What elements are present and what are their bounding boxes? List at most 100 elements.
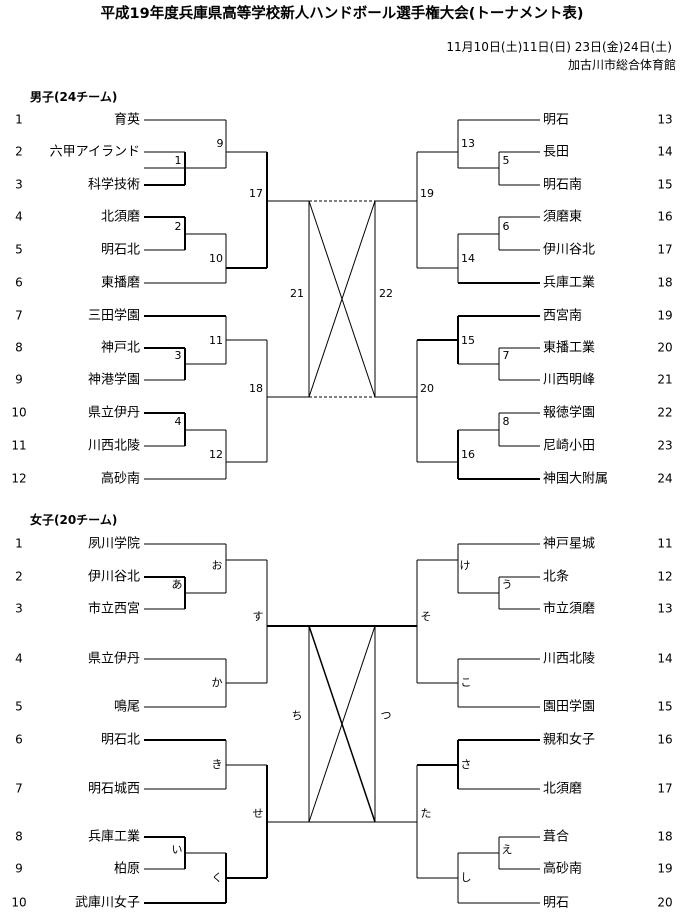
match-number: 13 <box>461 137 475 150</box>
match-number: 19 <box>420 187 434 200</box>
seed-number: 20 <box>657 341 672 355</box>
match-number: 4 <box>175 415 182 428</box>
seed-number: 5 <box>15 700 23 714</box>
team-name: 兵庫工業 <box>543 275 595 291</box>
tournament-dates: 11月10日(土)11日(日) 23日(金)24日(土) <box>446 40 672 54</box>
seed-number: 12 <box>11 472 26 486</box>
team-name: 高砂南 <box>543 861 582 877</box>
team-name: 川西北陵 <box>543 652 595 667</box>
team-name: 兵庫工業 <box>88 829 140 845</box>
match-number: 6 <box>503 220 510 233</box>
match-number: 17 <box>249 187 263 200</box>
seed-number: 6 <box>15 276 23 290</box>
match-number: せ <box>253 807 264 820</box>
team-name: 明石南 <box>543 177 582 193</box>
team-name: 川西北陵 <box>88 439 140 454</box>
match-number: く <box>212 871 223 884</box>
seed-number: 7 <box>15 309 23 323</box>
match-number: ち <box>292 709 303 722</box>
team-name: 東播磨 <box>101 275 140 291</box>
seed-number: 15 <box>657 178 672 192</box>
match-number: た <box>421 807 432 820</box>
seed-number: 21 <box>657 373 672 387</box>
team-name: 伊川谷北 <box>88 570 140 585</box>
seed-number: 17 <box>657 243 672 257</box>
match-number: お <box>212 559 223 572</box>
match-number: き <box>212 758 223 771</box>
seed-number: 22 <box>657 406 672 420</box>
team-name: 高砂南 <box>101 471 140 487</box>
seed-number: 3 <box>15 602 23 616</box>
seed-number: 14 <box>657 652 672 666</box>
boys-heading: 男子(24チーム) <box>30 90 118 104</box>
seed-number: 12 <box>657 570 672 584</box>
page-title: 平成19年度兵庫県高等学校新人ハンドボール選手権大会(トーナメント表) <box>100 6 584 22</box>
match-number: 5 <box>503 154 510 167</box>
match-number: し <box>461 871 472 884</box>
team-name: 県立伊丹 <box>88 652 140 667</box>
seed-number: 19 <box>657 862 672 876</box>
team-name: 神港学園 <box>88 372 140 388</box>
match-number: そ <box>421 610 432 623</box>
seed-number: 10 <box>11 896 26 910</box>
bracket-line <box>308 625 376 823</box>
seed-number: 4 <box>15 210 23 224</box>
team-name: 神戸北 <box>101 341 140 356</box>
match-number: 11 <box>209 334 223 347</box>
seed-number: 11 <box>657 537 672 551</box>
seed-number: 6 <box>15 733 23 747</box>
team-name: 伊川谷北 <box>543 243 595 258</box>
team-name: 園田学園 <box>543 699 595 715</box>
team-name: 夙川学院 <box>88 536 140 552</box>
seed-number: 5 <box>15 243 23 257</box>
seed-number: 11 <box>11 439 26 453</box>
team-name: 北条 <box>543 569 569 585</box>
seed-number: 18 <box>657 830 672 844</box>
match-number: 9 <box>217 137 224 150</box>
team-name: 育英 <box>114 112 140 128</box>
match-number: 10 <box>209 252 223 265</box>
team-name: 三田学園 <box>88 308 140 324</box>
match-number: 21 <box>290 287 304 300</box>
team-name: 明石城西 <box>88 782 140 797</box>
team-name: 須磨東 <box>543 209 582 225</box>
match-number: け <box>460 559 471 572</box>
seed-number: 13 <box>657 113 672 127</box>
match-number: 8 <box>503 415 510 428</box>
match-number: 15 <box>461 334 475 347</box>
team-name: 市立須磨 <box>543 601 595 617</box>
seed-number: 14 <box>657 145 672 159</box>
match-number: 1 <box>175 154 182 167</box>
tournament-venue: 加古川市総合体育館 <box>567 58 676 72</box>
team-name: 明石 <box>543 113 569 128</box>
seed-number: 9 <box>15 862 23 876</box>
seed-number: 17 <box>657 782 672 796</box>
team-name: 長田 <box>543 145 569 160</box>
match-number: 20 <box>420 382 434 395</box>
seed-number: 8 <box>15 341 23 355</box>
match-number: さ <box>461 758 472 771</box>
seed-number: 2 <box>15 145 23 159</box>
match-number: 7 <box>503 349 510 362</box>
girls-heading: 女子(20チーム) <box>30 513 118 527</box>
seed-number: 18 <box>657 276 672 290</box>
match-number: こ <box>461 676 472 689</box>
team-name: 明石北 <box>101 243 140 258</box>
match-number: 12 <box>209 448 223 461</box>
seed-number: 24 <box>657 472 672 486</box>
match-number: 14 <box>461 252 475 265</box>
match-number: 18 <box>249 382 263 395</box>
team-name: 六甲アイランド <box>50 145 140 160</box>
team-name: 親和女子 <box>543 732 595 748</box>
seed-number: 9 <box>15 373 23 387</box>
match-number: あ <box>172 578 183 591</box>
match-number: え <box>502 843 513 856</box>
seed-number: 3 <box>15 178 23 192</box>
match-number: つ <box>381 709 392 722</box>
seed-number: 10 <box>11 406 26 420</box>
seed-number: 4 <box>15 652 23 666</box>
team-name: 明石北 <box>101 733 140 748</box>
team-name: 柏原 <box>114 862 140 877</box>
seed-number: 8 <box>15 830 23 844</box>
